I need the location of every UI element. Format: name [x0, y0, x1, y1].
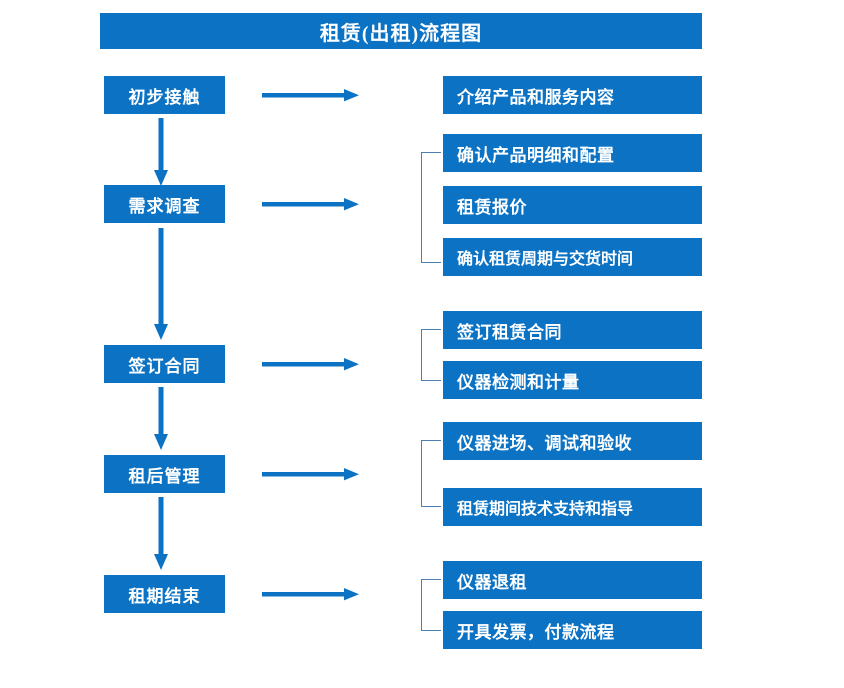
down-arrow-icon-2: [154, 228, 168, 340]
detail-box-10[interactable]: 开具发票，付款流程: [443, 611, 702, 649]
right-arrow-icon-2: [262, 198, 359, 211]
group-bracket-5: [421, 579, 441, 631]
detail-box-4[interactable]: 确认租赁周期与交货时间: [443, 238, 702, 276]
stage-box-1[interactable]: 初步接触: [104, 76, 225, 114]
group-bracket-4: [421, 440, 441, 507]
right-arrow-icon-1: [262, 89, 359, 102]
detail-box-7[interactable]: 仪器进场、调试和验收: [443, 422, 702, 460]
right-arrow-icon-4: [262, 468, 359, 481]
down-arrow-icon-4: [154, 497, 168, 570]
right-arrow-icon-5: [262, 588, 359, 601]
right-arrow-icon-3: [262, 358, 359, 371]
detail-box-2[interactable]: 确认产品明细和配置: [443, 134, 702, 172]
down-arrow-icon-1: [154, 118, 168, 186]
stage-box-2[interactable]: 需求调查: [104, 185, 225, 223]
group-bracket-3: [421, 329, 441, 381]
detail-box-9[interactable]: 仪器退租: [443, 561, 702, 599]
stage-box-3[interactable]: 签订合同: [104, 345, 225, 383]
stage-box-4[interactable]: 租后管理: [104, 455, 225, 493]
detail-box-3[interactable]: 租赁报价: [443, 186, 702, 224]
detail-box-1[interactable]: 介绍产品和服务内容: [443, 76, 702, 114]
detail-box-6[interactable]: 仪器检测和计量: [443, 361, 702, 399]
page-title: 租赁(出租)流程图: [100, 13, 702, 49]
down-arrow-icon-3: [154, 387, 168, 450]
detail-box-5[interactable]: 签订租赁合同: [443, 311, 702, 349]
detail-box-8[interactable]: 租赁期间技术支持和指导: [443, 488, 702, 526]
group-bracket-2: [421, 152, 441, 263]
stage-box-5[interactable]: 租期结束: [104, 575, 225, 613]
